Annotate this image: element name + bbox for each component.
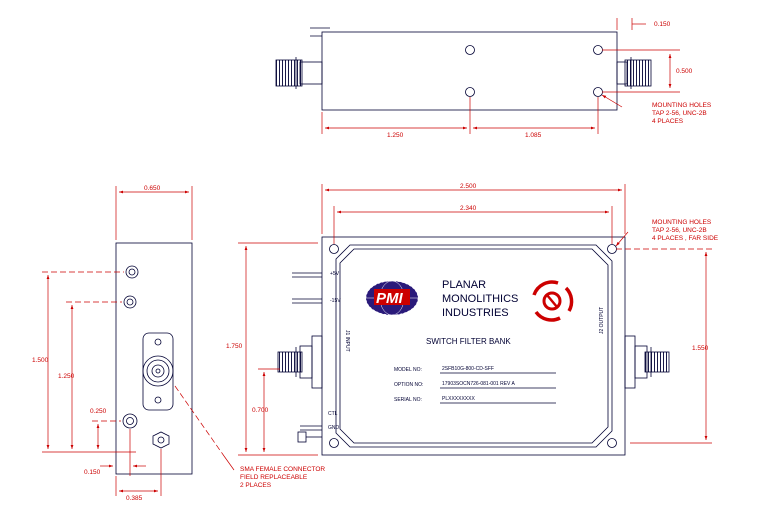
sma-connector-icon — [142, 332, 174, 411]
dim-side-1250: 1.250 — [58, 373, 75, 380]
dim-front-2500: 2.500 — [460, 183, 477, 190]
field-label-option: OPTION NO: — [394, 382, 423, 388]
dim-front-1550: 1.550 — [692, 345, 709, 352]
output-connector — [624, 335, 670, 389]
dim-side-0385: 0.385 — [126, 495, 143, 502]
mounting-hole — [465, 45, 475, 55]
dim-top-1085: 1.085 — [525, 132, 542, 139]
pin-label-5v: +5V — [330, 271, 340, 277]
dim-side-0250: 0.250 — [90, 408, 107, 415]
side-view: 0.650 1.500 1.250 0.250 0.150 0.385 SMA … — [32, 185, 325, 502]
dim-front-0700: 0.700 — [252, 407, 269, 414]
brand-line-1: PLANAR — [442, 279, 486, 291]
side-note-line2: FIELD REPLACEABLE — [240, 474, 308, 481]
pmi-logo-text: PMI — [376, 290, 404, 307]
field-value-model: 2SFB10G-800-CD-SFF — [442, 366, 494, 372]
dim-side-0650: 0.650 — [144, 185, 161, 192]
label-plate — [335, 244, 613, 448]
top-view: 0.150 0.500 1.250 1.085 MOUNTING HOLES T… — [275, 18, 712, 139]
product-title: SWITCH FILTER BANK — [426, 337, 511, 346]
front-note-line3: 4 PLACES , FAR SIDE — [652, 235, 719, 242]
dim-side-1500: 1.500 — [32, 357, 49, 364]
dim-side-0150: 0.150 — [84, 469, 101, 476]
field-value-serial: PLXXXXXXXX — [442, 396, 475, 402]
mounting-hole — [329, 244, 339, 254]
front-note-line2: TAP 2-56, UNC-2B — [652, 227, 707, 234]
front-note-line1: MOUNTING HOLES — [652, 219, 712, 226]
field-label-model: MODEL NO: — [394, 367, 422, 373]
front-view-body — [321, 236, 626, 456]
port-in-label: J1 INPUT — [344, 330, 350, 352]
top-note-line1: MOUNTING HOLES — [652, 102, 712, 109]
top-note-line3: 4 PLACES — [652, 118, 684, 125]
port-out-label: J2 OUTPUT — [599, 307, 605, 334]
pin-label-15v: -15V — [330, 298, 341, 304]
field-label-serial: SERIAL NO: — [394, 397, 422, 403]
input-connector — [277, 335, 323, 389]
red-emblem-icon — [532, 280, 574, 322]
top-left-connector — [275, 57, 323, 89]
mounting-hole — [465, 87, 475, 97]
ground-stud-icon — [152, 431, 170, 449]
side-view-body — [115, 242, 193, 475]
mounting-hole — [329, 438, 339, 448]
side-note-line3: 2 PLACES — [240, 482, 272, 489]
mounting-hole — [607, 438, 617, 448]
dim-top-1250: 1.250 — [387, 132, 404, 139]
dim-top-0150: 0.150 — [654, 21, 671, 28]
top-right-connector — [616, 57, 652, 89]
pin-label-gnd: GND — [328, 425, 340, 431]
dim-front-2340: 2.340 — [460, 205, 477, 212]
pmi-logo: PMI — [365, 280, 419, 316]
brand-line-2: MONOLITHICS — [442, 293, 518, 305]
side-note-line1: SMA FEMALE CONNECTOR — [240, 466, 325, 473]
top-note-line2: TAP 2-56, UNC-2B — [652, 110, 707, 117]
pin-label-ctl: CTL — [328, 411, 338, 417]
field-value-option: 17903SOCN726-081-001 REV A — [442, 381, 515, 387]
dim-front-1750: 1.750 — [226, 343, 243, 350]
brand-line-3: INDUSTRIES — [442, 307, 509, 319]
dim-top-0500: 0.500 — [676, 68, 693, 75]
front-view: +5V -15V CTL GND J1 INPUT J2 OUTPUT PM — [226, 183, 719, 456]
top-view-body — [321, 31, 618, 111]
